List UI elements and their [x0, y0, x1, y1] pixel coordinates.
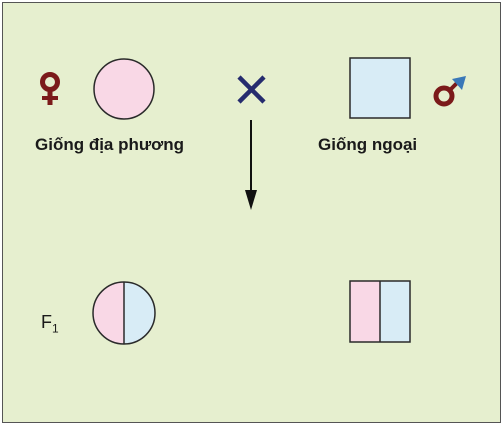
down-arrow-icon: [245, 120, 257, 210]
male-symbol-icon: [433, 76, 466, 107]
generation-letter: F: [41, 312, 52, 332]
female-parent-label: Giống địa phương: [35, 135, 185, 154]
male-parent-label: Giống ngoại: [318, 135, 418, 154]
cross-icon: [237, 75, 266, 104]
female-parent-circle: [93, 58, 155, 120]
diagram-panel: [2, 2, 501, 423]
generation-subscript: 1: [52, 321, 59, 336]
female-symbol-icon: [40, 72, 60, 105]
f1-offspring-square: [349, 280, 411, 343]
male-parent-square: [349, 57, 411, 119]
f1-offspring-circle: [92, 281, 156, 345]
generation-label: F1: [41, 312, 59, 336]
